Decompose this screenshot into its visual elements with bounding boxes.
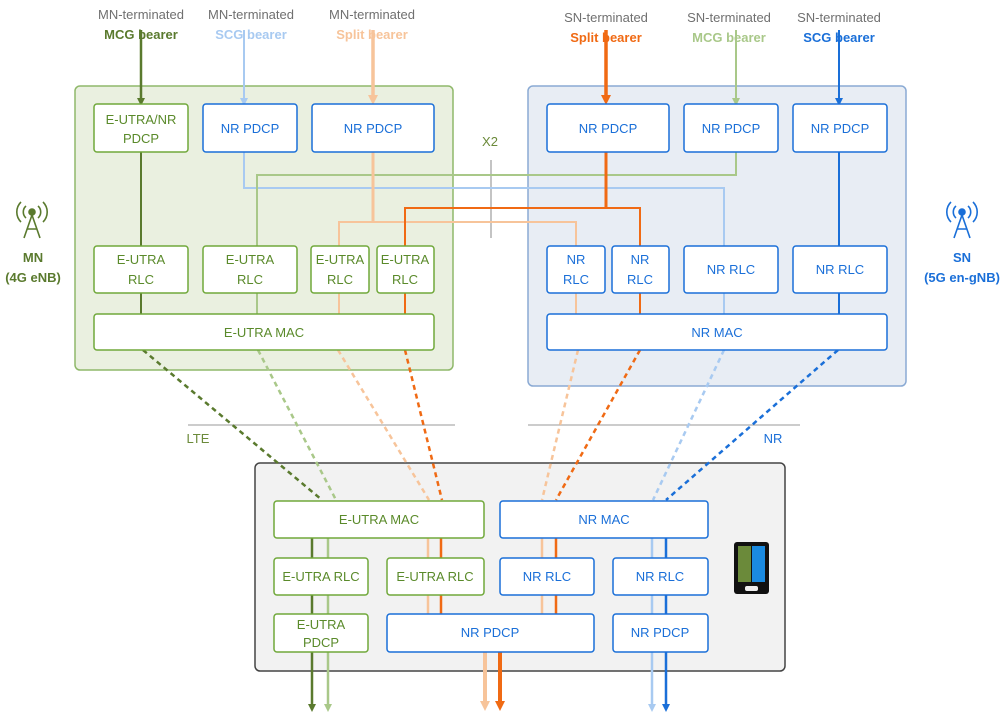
mn-label: MN	[23, 250, 43, 265]
nr-label: NR	[764, 431, 783, 446]
mn-rlc1-line1: E-UTRA	[117, 252, 166, 267]
mn-sublabel: (4G eNB)	[5, 270, 61, 285]
sn-rlc1-line2: RLC	[563, 272, 589, 287]
ue-eutra-rlc-2	[386, 557, 485, 596]
mn-pdcp-eutra-nr	[93, 103, 189, 153]
radio-split-orange-lte	[403, 349, 444, 501]
mn-rlc3-line2: RLC	[327, 272, 353, 287]
ue-nr-rlc-1	[499, 557, 595, 596]
sn-rlc-3	[683, 245, 779, 294]
sn-mcg-x2-line	[256, 152, 737, 246]
lte-label: LTE	[187, 431, 210, 446]
mn-nr-pdcp-1	[202, 103, 298, 153]
radio-split-peach-lte	[336, 349, 431, 501]
top-mn-scg-bearer: SCG bearer	[215, 27, 287, 42]
mn-rlc4-line1: E-UTRA	[381, 252, 430, 267]
mn-rlc-2	[202, 245, 298, 294]
sn-mac-label: NR MAC	[691, 325, 742, 340]
mn-rlc2-line1: E-UTRA	[226, 252, 275, 267]
mn-mac	[93, 313, 435, 351]
sn-pdcp-2	[683, 103, 779, 153]
ue-nr-rlc2-label: NR RLC	[636, 569, 684, 584]
mn-rlc4-line2: RLC	[392, 272, 418, 287]
radio-scg-light	[651, 349, 726, 501]
sn-sublabel: (5G en-gNB)	[924, 270, 1000, 285]
phone-icon	[734, 542, 769, 594]
mn-rlc-1	[93, 245, 189, 294]
top-sn-split-term: SN-terminated	[564, 10, 648, 25]
top-sn-split-bearer: Split bearer	[570, 30, 642, 45]
mn-panel	[74, 85, 454, 371]
mn-pdcp2-label: NR PDCP	[221, 121, 280, 136]
mn-split-branch-right	[373, 221, 577, 246]
radio-split-peach-nr	[540, 349, 580, 501]
ue-nr-rlc1-label: NR RLC	[523, 569, 571, 584]
sn-rlc3-label: NR RLC	[707, 262, 755, 277]
x2-label: X2	[482, 134, 498, 149]
mn-scg-x2-line	[243, 152, 725, 246]
ue-eutra-mac	[273, 500, 485, 539]
top-mn-mcg-term: MN-terminated	[98, 7, 184, 22]
ue-nr-pdcp-1	[386, 613, 595, 653]
sn-rlc1-line1: NR	[567, 252, 586, 267]
top-sn-mcg-term: SN-terminated	[687, 10, 771, 25]
sn-mac	[546, 313, 888, 351]
sn-split-branch-right	[606, 207, 641, 246]
mn-nr-pdcp-2	[311, 103, 435, 153]
sn-pdcp-1	[546, 103, 670, 153]
sn-pdcp1-label: NR PDCP	[579, 121, 638, 136]
ue-nr-mac-label: NR MAC	[578, 512, 629, 527]
ue-eutra-rlc2-label: E-UTRA RLC	[396, 569, 473, 584]
sn-split-branch-left	[404, 207, 606, 246]
ue-eutra-pdcp-line2: PDCP	[303, 635, 339, 650]
sn-rlc2-line2: RLC	[627, 272, 653, 287]
mn-rlc-4	[376, 245, 435, 294]
sn-rlc-2	[611, 245, 670, 294]
mn-split-branch-left	[338, 221, 373, 246]
sn-label: SN	[953, 250, 971, 265]
mn-mac-label: E-UTRA MAC	[224, 325, 304, 340]
mn-antenna-icon	[16, 201, 48, 239]
top-mn-split-term: MN-terminated	[329, 7, 415, 22]
ue-eutra-rlc-1	[273, 557, 369, 596]
ue-nr-pdcp1-label: NR PDCP	[461, 625, 520, 640]
top-mn-split-bearer: Split bearer	[336, 27, 408, 42]
mn-rlc1-line2: RLC	[128, 272, 154, 287]
ue-eutra-rlc1-label: E-UTRA RLC	[282, 569, 359, 584]
sn-antenna-icon	[946, 201, 978, 239]
radio-scg-blue	[665, 349, 839, 501]
ue-eutra-pdcp	[273, 613, 369, 653]
top-sn-scg-term: SN-terminated	[797, 10, 881, 25]
radio-mcg-light	[256, 349, 338, 501]
sn-rlc-4	[792, 245, 888, 294]
ue-nr-rlc-2	[612, 557, 709, 596]
radio-mcg-dark	[142, 349, 323, 501]
mn-rlc2-line2: RLC	[237, 272, 263, 287]
sn-rlc2-line1: NR	[631, 252, 650, 267]
top-mn-mcg-bearer: MCG bearer	[104, 27, 178, 42]
ue-nr-pdcp-2	[612, 613, 709, 653]
sn-pdcp2-label: NR PDCP	[702, 121, 761, 136]
sn-pdcp-3	[792, 103, 888, 153]
sn-rlc4-label: NR RLC	[816, 262, 864, 277]
ue-nr-mac	[499, 500, 709, 539]
ue-nr-pdcp2-label: NR PDCP	[631, 625, 690, 640]
mn-pdcp1-line2: PDCP	[123, 131, 159, 146]
mn-pdcp1-line1: E-UTRA/NR	[106, 112, 177, 127]
top-sn-scg-bearer: SCG bearer	[803, 30, 875, 45]
mn-rlc3-line1: E-UTRA	[316, 252, 365, 267]
mn-rlc-3	[310, 245, 370, 294]
ue-eutra-pdcp-line1: E-UTRA	[297, 617, 346, 632]
sn-panel	[527, 85, 907, 387]
mn-pdcp3-label: NR PDCP	[344, 121, 403, 136]
top-sn-mcg-bearer: MCG bearer	[692, 30, 766, 45]
sn-pdcp3-label: NR PDCP	[811, 121, 870, 136]
radio-split-orange-nr	[554, 349, 642, 501]
ue-eutra-mac-label: E-UTRA MAC	[339, 512, 419, 527]
top-mn-scg-term: MN-terminated	[208, 7, 294, 22]
sn-rlc-1	[546, 245, 606, 294]
